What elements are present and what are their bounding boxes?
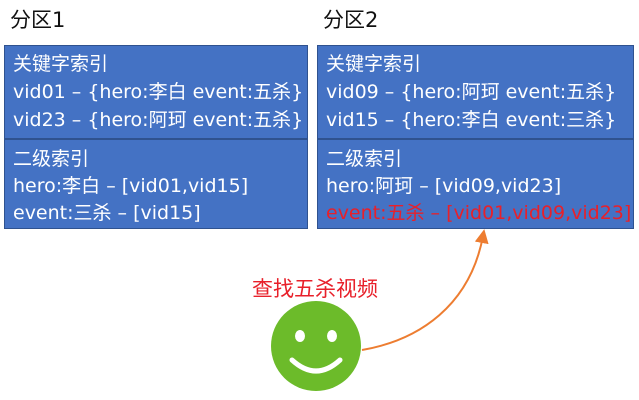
secondary-index-row: event:三杀 – [vid15] [13,202,201,224]
secondary-index-row: hero:李白 – [vid01,vid15] [13,175,249,197]
secondary-index-heading: 二级索引 [13,148,90,170]
primary-index-row: vid23 – {hero:阿珂 event:五杀} [13,109,304,131]
primary-index-row: vid09 – {hero:阿珂 event:五杀} [326,81,617,103]
secondary-index-row: hero:阿珂 – [vid09,vid23] [326,175,562,197]
partition-1-title: 分区1 [10,8,66,32]
primary-index-row: vid15 – {hero:李白 event:三杀} [326,109,617,131]
partition-2-secondary-index: 二级索引 hero:阿珂 – [vid09,vid23] event:五杀 – … [317,139,634,229]
partition-2-primary-index: 关键字索引 vid09 – {hero:阿珂 event:五杀} vid15 –… [317,45,634,139]
partition-2-title: 分区2 [323,8,379,32]
lookup-arrow [361,229,489,351]
secondary-index-heading: 二级索引 [326,148,403,170]
primary-index-row: vid01 – {hero:李白 event:五杀} [13,81,304,103]
primary-index-heading: 关键字索引 [13,53,109,75]
partition-1-secondary-index: 二级索引 hero:李白 – [vid01,vid15] event:三杀 – … [4,139,308,229]
secondary-index-row-highlighted: event:五杀 – [vid01,vid09,vid23] [326,202,632,224]
query-label: 查找五杀视频 [252,277,378,301]
primary-index-heading: 关键字索引 [326,53,422,75]
smiley-face-icon [271,301,361,391]
partition-1-primary-index: 关键字索引 vid01 – {hero:李白 event:五杀} vid23 –… [4,45,308,139]
